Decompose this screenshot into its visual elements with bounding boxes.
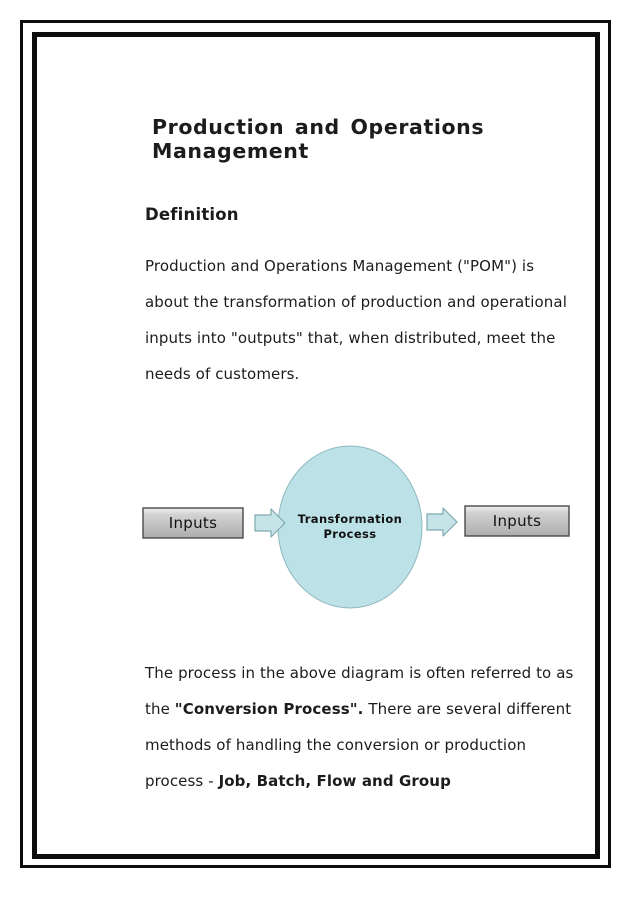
process-label-line-1: Transformation: [298, 512, 403, 526]
arrow-right-icon-right: [426, 507, 458, 537]
transformation-process-diagram: Inputs Inputs Transformation Process: [135, 430, 585, 625]
input-box-label: Inputs: [169, 514, 217, 532]
conversion-process-term: "Conversion Process".: [174, 700, 364, 718]
page-border-inner: Production and Operations Management Def…: [32, 32, 600, 859]
input-box: [142, 507, 244, 539]
page-border-outer: [20, 20, 611, 868]
paragraph-run-3: There are several different methods of h…: [145, 700, 572, 790]
output-box-label: Inputs: [493, 512, 541, 530]
definition-paragraph: Production and Operations Management ("P…: [145, 257, 567, 383]
arrow-right-icon-left: [254, 508, 286, 538]
process-label-line-2: Process: [323, 527, 376, 541]
section-heading-definition: Definition: [145, 205, 239, 224]
document-content: Production and Operations Management Def…: [85, 85, 625, 799]
page-title: Production and Operations Management: [152, 115, 485, 163]
output-box: [464, 505, 570, 537]
conversion-process-paragraph: The process in the above diagram is ofte…: [85, 625, 575, 799]
paragraph-run-1: The process in the above diagram is ofte…: [145, 664, 574, 718]
process-methods-term: Job, Batch, Flow and Group: [218, 772, 451, 790]
